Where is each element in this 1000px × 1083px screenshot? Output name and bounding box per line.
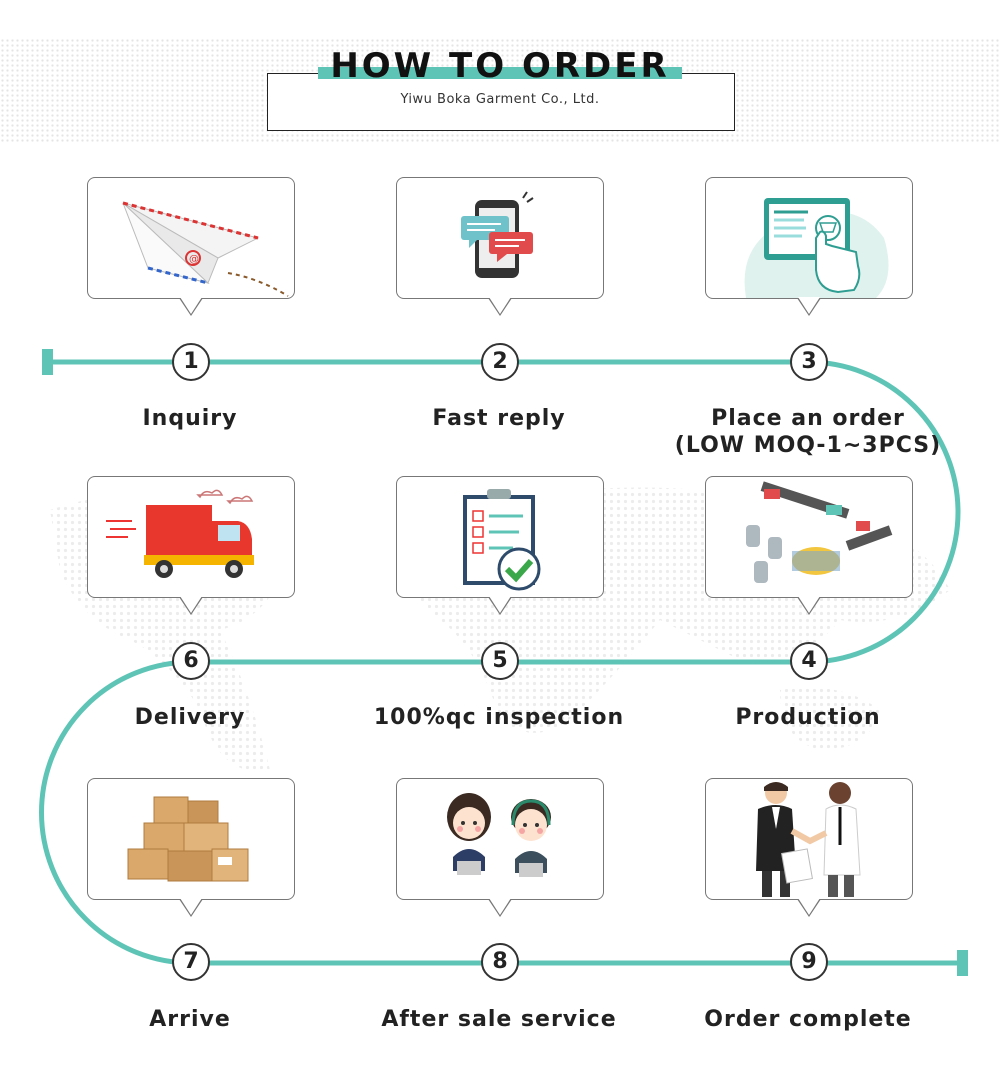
step-3-label-moq: (LOW MOQ-1~3PCS)	[674, 433, 942, 458]
step-8-card	[396, 778, 604, 900]
step-8-number: 8	[481, 943, 519, 981]
track-end-cap	[957, 950, 968, 976]
step-4-number: 4	[790, 642, 828, 680]
handshake-icon	[756, 782, 861, 897]
step-6-label: Delivery	[134, 705, 246, 730]
step-5-label: 100%qc inspection	[373, 705, 625, 730]
header-accent-bar	[318, 67, 682, 79]
paper-plane-mail-icon: @	[122, 201, 289, 297]
header-box	[267, 73, 735, 131]
step-1-label: Inquiry	[142, 406, 238, 431]
step-4-card	[705, 476, 913, 598]
step-3-card	[705, 177, 913, 299]
step-8-label: After sale service	[381, 1007, 617, 1032]
page-title: HOW TO ORDER	[330, 46, 670, 86]
step-2-label: Fast reply	[432, 406, 566, 431]
delivery-truck-icon	[106, 489, 254, 578]
step-7-label: Arrive	[149, 1007, 231, 1032]
step-1-card: @	[87, 177, 295, 299]
factory-line-icon	[746, 481, 893, 583]
step-9-label: Order complete	[704, 1007, 912, 1032]
step-3-number: 3	[790, 343, 828, 381]
phone-chat-icon	[461, 191, 534, 278]
step-2-number: 2	[481, 343, 519, 381]
step-6-card	[87, 476, 295, 598]
step-3-label: Place an order	[711, 406, 905, 431]
step-4-label: Production	[735, 705, 881, 730]
checklist-icon	[463, 489, 541, 591]
step-6-number: 6	[172, 642, 210, 680]
step-5-number: 5	[481, 642, 519, 680]
online-shopping-icon	[744, 198, 889, 298]
boxes-icon	[127, 796, 249, 882]
step-7-number: 7	[172, 943, 210, 981]
step-7-card	[87, 778, 295, 900]
company-name: Yiwu Boka Garment Co., Ltd.	[400, 92, 600, 107]
support-agents-icon	[447, 793, 551, 877]
svg-text:@: @	[189, 254, 199, 265]
step-9-number: 9	[790, 943, 828, 981]
track-start-cap	[42, 349, 53, 375]
step-1-number: 1	[172, 343, 210, 381]
step-5-card	[396, 476, 604, 598]
step-2-card	[396, 177, 604, 299]
step-9-card	[705, 778, 913, 900]
